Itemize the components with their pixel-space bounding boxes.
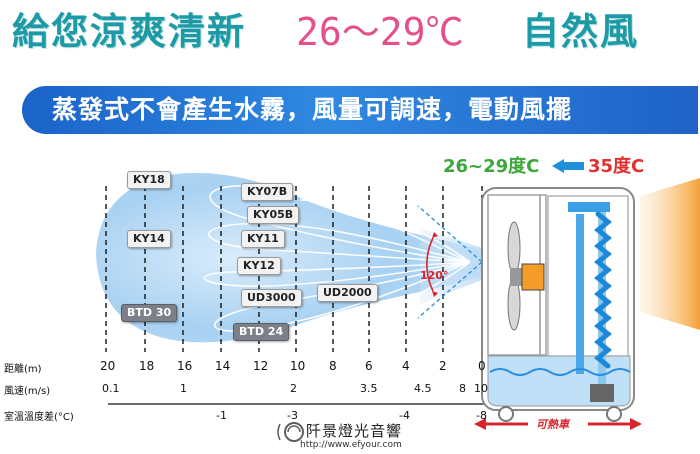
model-tag-ky07b: KY07B [241, 183, 294, 201]
right-arrow-icon [630, 418, 642, 430]
headline-part-1: 給您涼爽清新 [12, 10, 246, 53]
model-tag-ky14: KY14 [127, 230, 171, 248]
headline-part-3: 自然風 [522, 10, 639, 53]
swing-angle-indicator [417, 205, 483, 319]
speed-tick: 2 [290, 382, 297, 395]
airflow-cloud [96, 172, 482, 343]
speed-tick: 0.1 [102, 382, 120, 395]
watermark-url: http://www.efyour.com [300, 440, 402, 450]
distance-tick: 14 [215, 359, 231, 373]
airflow-diagram [96, 159, 700, 442]
distance-tick: 12 [253, 359, 269, 373]
warm-air-inflow [640, 178, 700, 330]
distance-tick: 16 [177, 359, 193, 373]
model-tag-ky11: KY11 [241, 230, 285, 248]
model-tag-ud3000: UD3000 [241, 289, 302, 307]
feature-banner [22, 86, 698, 134]
airflow-beam [420, 228, 482, 304]
cool-temp-label: 26~29度C [443, 156, 540, 177]
speed-tick: 1 [180, 382, 187, 395]
temp-diff-tick: -8 [476, 409, 487, 422]
left-arrow-icon [474, 418, 486, 430]
model-tag-ky12: KY12 [237, 257, 281, 275]
hot-temp-label: 35度C [588, 156, 645, 177]
watermark-name: 阡景燈光音響 [306, 422, 403, 440]
distance-tick: 10 [290, 359, 306, 373]
model-tag-btd30: BTD 30 [121, 304, 178, 322]
distance-tick: 0 [478, 359, 486, 373]
headline: 給您涼爽清新 26～29℃ 自然風 [0, 0, 700, 64]
temp-diff-tick: -4 [399, 409, 410, 422]
airflow-streamlines [203, 185, 471, 332]
distance-tick: 6 [365, 359, 373, 373]
speed-tick: 4.5 [414, 382, 432, 395]
feature-banner-text: 蒸發式不會產生水霧，風量可調速，電動風擺 [52, 95, 573, 124]
headline-part-2: 26～29℃ [296, 10, 464, 54]
swing-angle-label: 120° [420, 269, 449, 282]
model-tag-btd24: BTD 24 [233, 323, 290, 341]
watermark-logo-icon [277, 422, 304, 442]
cooling-pad [576, 211, 614, 402]
tempdiff-row-label: 室溫溫度差(°C) [4, 412, 74, 423]
model-tag-ky05b: KY05B [247, 206, 300, 224]
speed-tick: 8 [459, 382, 466, 395]
caster-label: 可熱車 [536, 418, 569, 431]
speed-tick: 3.5 [360, 382, 378, 395]
distance-tick: 4 [402, 359, 410, 373]
distance-tick: 8 [329, 359, 337, 373]
model-tag-ky18: KY18 [127, 171, 171, 189]
model-tag-ud2000: UD2000 [317, 284, 378, 302]
air-cooler-unit [474, 187, 642, 430]
temperature-arrow-icon [552, 159, 584, 173]
distance-tick: 18 [139, 359, 155, 373]
distance-row-label: 距離(m) [4, 364, 42, 375]
distance-tick: 20 [100, 359, 116, 373]
fan-icon [507, 221, 545, 331]
speed-tick: 10 [474, 382, 488, 395]
distance-tick: 2 [439, 359, 447, 373]
temp-diff-tick: -3 [287, 409, 298, 422]
speed-row-label: 風速(m/s) [4, 386, 51, 397]
temp-diff-tick: -1 [216, 409, 227, 422]
